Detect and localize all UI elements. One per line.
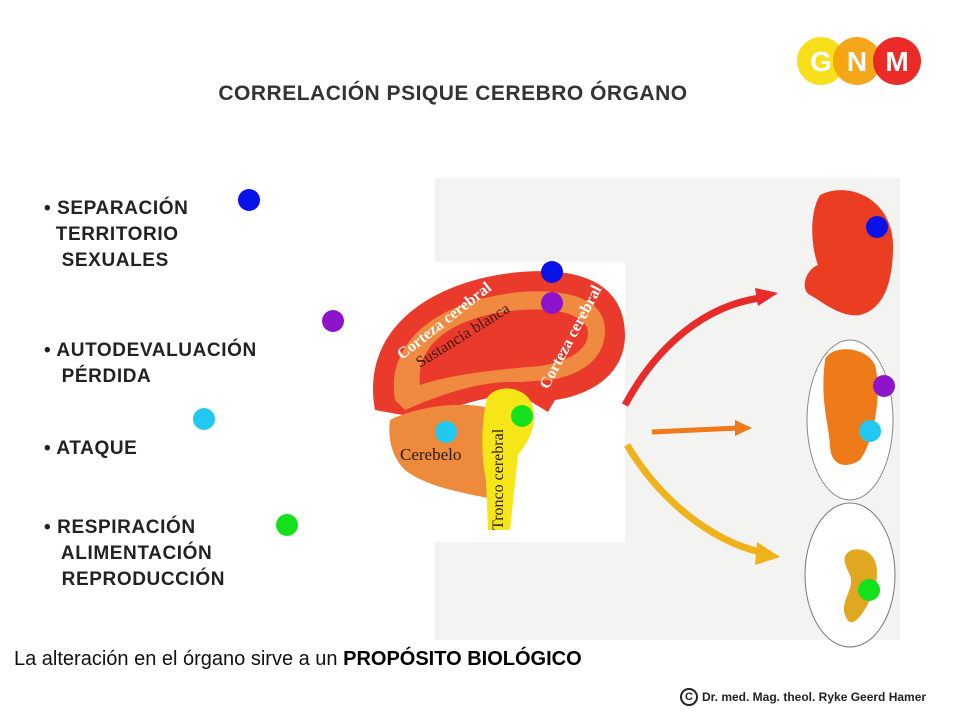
brain-green-dot bbox=[511, 405, 533, 427]
embryo-blue-dot bbox=[866, 216, 888, 238]
embryo-cyan-dot bbox=[859, 420, 881, 442]
list-item-separacion: • SEPARACIÓN TERRITORIO SEXUALES bbox=[44, 196, 188, 274]
red-arrow bbox=[621, 294, 761, 407]
footer-emphasis: PROPÓSITO BIOLÓGICO bbox=[343, 648, 582, 670]
copyright-icon: C bbox=[680, 688, 698, 706]
list-line: ALIMENTACIÓN bbox=[44, 543, 213, 564]
orange-arrow-head bbox=[735, 420, 752, 436]
list-line: • ATAQUE bbox=[44, 438, 138, 459]
footer-text: La alteración en el órgano sirve a un bbox=[14, 648, 344, 670]
list-line: SEXUALES bbox=[44, 250, 169, 271]
list-item-respiracion: • RESPIRACIÓN ALIMENTACIÓN REPRODUCCIÓN bbox=[44, 515, 225, 593]
cerebellum-label: Cerebelo bbox=[400, 445, 461, 464]
embryo-purple-dot bbox=[873, 375, 895, 397]
list-line: • SEPARACIÓN bbox=[44, 198, 189, 219]
blue-dot bbox=[238, 189, 260, 211]
svg-text:M: M bbox=[885, 46, 908, 77]
list-line: TERRITORIO bbox=[44, 224, 179, 245]
cerebellum bbox=[389, 404, 495, 500]
cyan-dot bbox=[193, 408, 215, 430]
brainstem-label: Tronco cerebral bbox=[490, 428, 507, 530]
brain-cyan-dot bbox=[435, 421, 457, 443]
embryo-green-dot bbox=[858, 579, 880, 601]
list-line: PÉRDIDA bbox=[44, 366, 152, 387]
purple-dot bbox=[322, 310, 344, 332]
green-dot bbox=[276, 514, 298, 536]
red-arrow-head bbox=[755, 288, 778, 306]
brain-blue-dot bbox=[541, 261, 563, 283]
svg-text:G: G bbox=[810, 46, 832, 77]
list-line: • AUTODEVALUACIÓN bbox=[44, 340, 257, 361]
gnm-logo: G N M bbox=[796, 36, 926, 86]
list-line: • RESPIRACIÓN bbox=[44, 517, 196, 538]
list-line: REPRODUCCIÓN bbox=[44, 569, 226, 590]
list-item-autodevaluacion: • AUTODEVALUACIÓN PÉRDIDA bbox=[44, 338, 257, 390]
embryo-red bbox=[804, 190, 894, 316]
copyright: C Dr. med. Mag. theol. Ryke Geerd Hamer bbox=[680, 688, 926, 706]
svg-text:N: N bbox=[847, 46, 867, 77]
footer-statement: La alteración en el órgano sirve a un PR… bbox=[14, 648, 582, 671]
yellow-arrow-head bbox=[755, 542, 780, 565]
gnm-logo-circles: G N M bbox=[797, 37, 921, 85]
brain-purple-dot bbox=[541, 292, 563, 314]
copyright-text: Dr. med. Mag. theol. Ryke Geerd Hamer bbox=[702, 690, 927, 704]
inner-cortex bbox=[419, 309, 588, 385]
page-title: CORRELACIÓN PSIQUE CEREBRO ÓRGANO bbox=[218, 82, 688, 105]
orange-arrow bbox=[651, 425, 739, 435]
yellow-arrow bbox=[623, 443, 761, 556]
list-item-ataque: • ATAQUE bbox=[44, 436, 137, 462]
